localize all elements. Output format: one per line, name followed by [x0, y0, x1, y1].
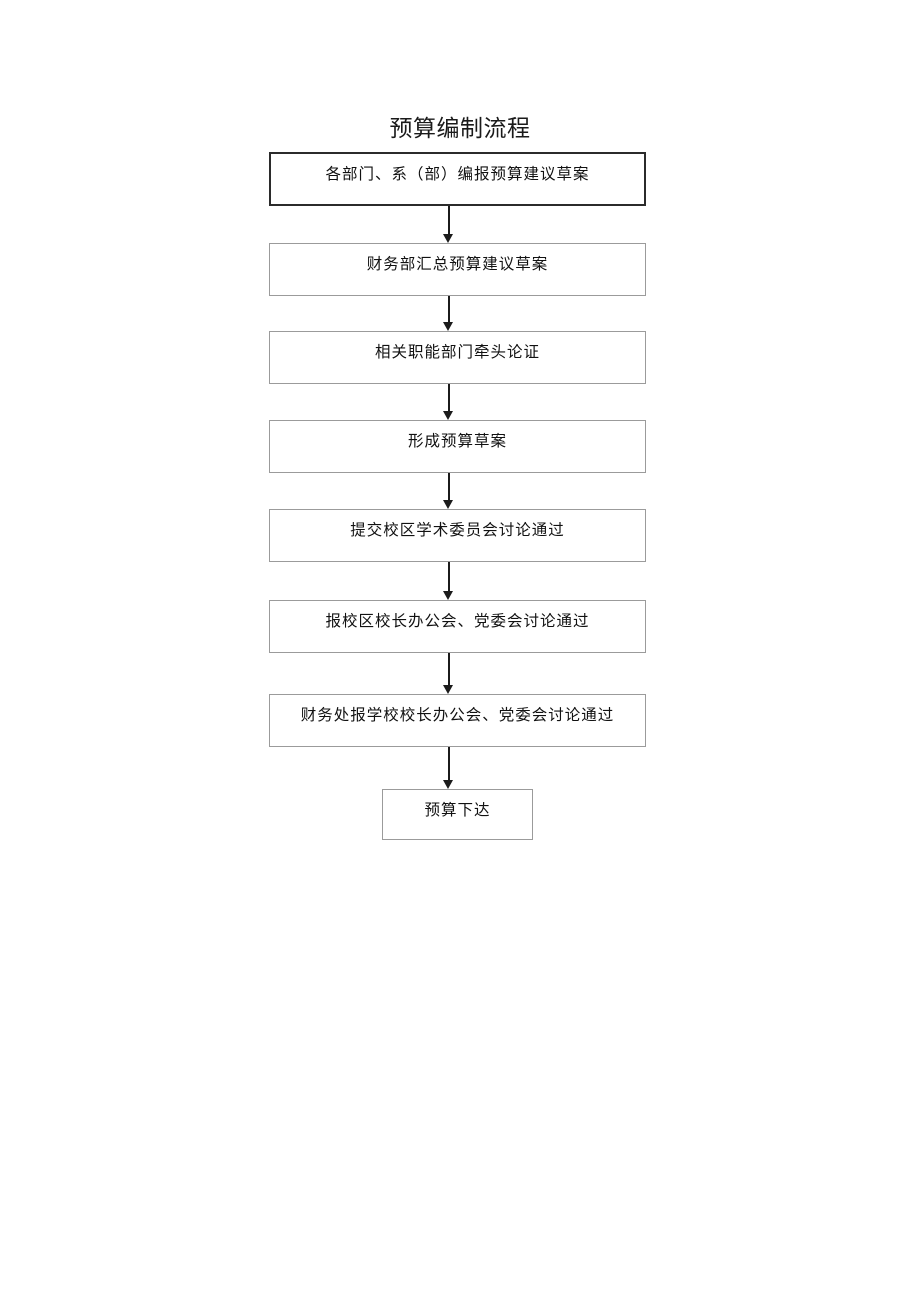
flow-arrow-line — [448, 562, 450, 592]
process-node-label: 预算下达 — [424, 801, 491, 819]
arrow-down-icon — [443, 591, 453, 600]
process-node-2[interactable]: 财务部汇总预算建议草案 — [269, 243, 646, 296]
arrow-down-icon — [443, 780, 453, 789]
process-node-7[interactable]: 财务处报学校校长办公会、党委会讨论通过 — [269, 694, 646, 747]
process-node-label: 报校区校长办公会、党委会讨论通过 — [325, 612, 590, 630]
process-node-label: 财务处报学校校长办公会、党委会讨论通过 — [300, 706, 615, 724]
arrow-down-icon — [443, 411, 453, 420]
process-node-3[interactable]: 相关职能部门牵头论证 — [269, 331, 646, 384]
process-node-1[interactable]: 各部门、系（部）编报预算建议草案 — [269, 152, 646, 206]
flow-arrow-5 — [440, 562, 458, 600]
arrow-down-icon — [443, 685, 453, 694]
page-title-text: 预算编制流程 — [389, 116, 531, 142]
process-node-label: 相关职能部门牵头论证 — [374, 343, 540, 361]
process-node-label: 提交校区学术委员会讨论通过 — [350, 521, 565, 539]
flow-arrow-6 — [440, 653, 458, 694]
process-node-6[interactable]: 报校区校长办公会、党委会讨论通过 — [269, 600, 646, 653]
page-title: 预算编制流程 — [0, 114, 920, 144]
flow-arrow-line — [448, 384, 450, 412]
process-node-4[interactable]: 形成预算草案 — [269, 420, 646, 473]
flow-arrow-1 — [440, 206, 458, 243]
process-node-label: 各部门、系（部）编报预算建议草案 — [325, 165, 590, 183]
flow-arrow-line — [448, 653, 450, 686]
arrow-down-icon — [443, 234, 453, 243]
flow-arrow-3 — [440, 384, 458, 420]
process-node-label: 财务部汇总预算建议草案 — [366, 255, 549, 273]
flow-arrow-line — [448, 473, 450, 501]
flow-arrow-line — [448, 206, 450, 235]
arrow-down-icon — [443, 322, 453, 331]
flow-arrow-4 — [440, 473, 458, 509]
flow-arrow-line — [448, 747, 450, 781]
flow-arrow-2 — [440, 296, 458, 331]
arrow-down-icon — [443, 500, 453, 509]
process-node-label: 形成预算草案 — [407, 432, 507, 450]
process-node-8[interactable]: 预算下达 — [382, 789, 533, 840]
process-node-5[interactable]: 提交校区学术委员会讨论通过 — [269, 509, 646, 562]
flow-arrow-7 — [440, 747, 458, 789]
flow-arrow-line — [448, 296, 450, 323]
